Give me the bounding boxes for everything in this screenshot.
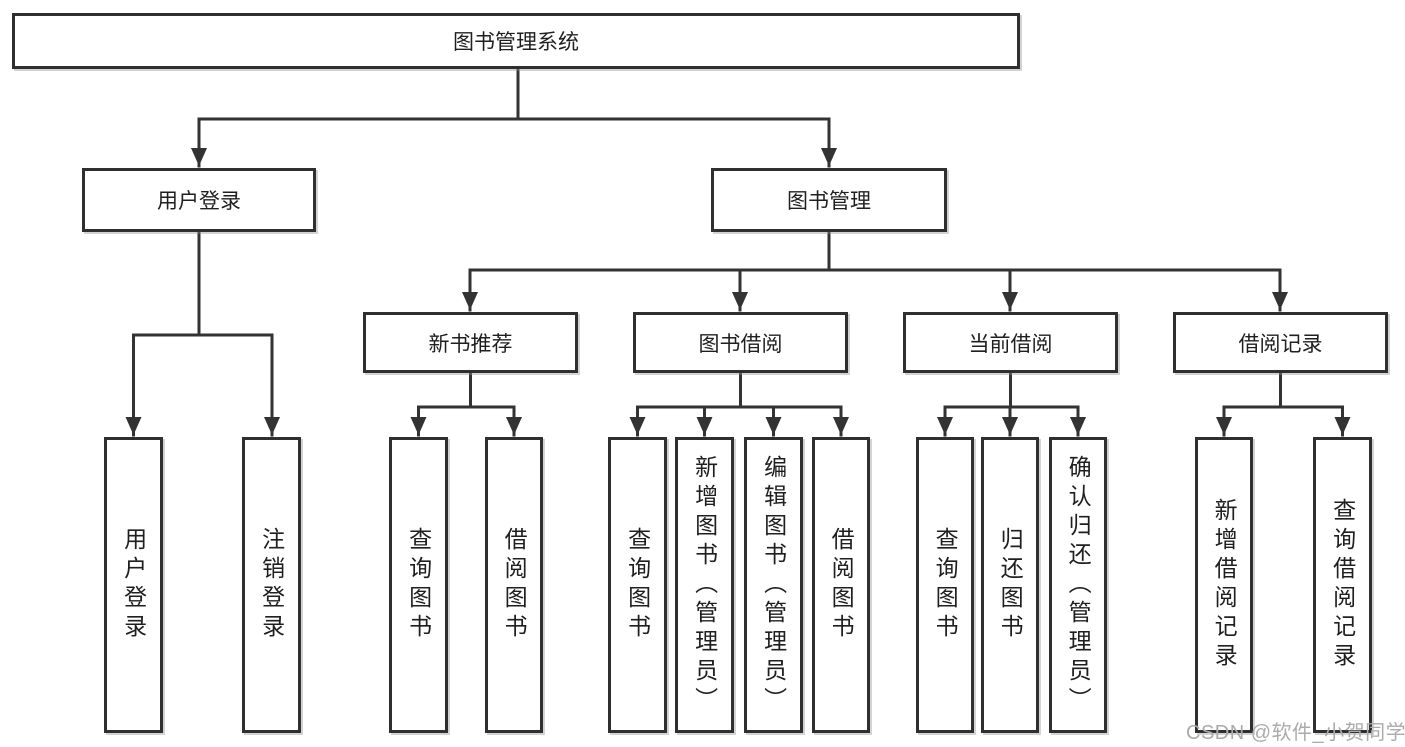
leaf-borrow-books-1-label: 借阅图书 xyxy=(501,527,528,643)
leaf-return-books: 归还图书 xyxy=(981,437,1039,733)
leaf-user-login: 用户登录 xyxy=(104,437,163,733)
leaf-confirm-return-admin: 确认归还（管理员） xyxy=(1049,437,1107,733)
leaf-borrow-books-2-label: 借阅图书 xyxy=(828,527,855,643)
leaf-edit-books-admin: 编辑图书（管理员） xyxy=(744,437,803,733)
leaf-add-borrow-record-label: 新增借阅记录 xyxy=(1211,498,1238,672)
node-new-book-recommendation: 新书推荐 xyxy=(363,312,578,373)
leaf-borrow-books-2: 借阅图书 xyxy=(812,437,870,733)
leaf-borrow-books-1: 借阅图书 xyxy=(485,437,543,733)
leaf-confirm-return-admin-label: 确认归还（管理员） xyxy=(1065,454,1092,716)
leaf-query-books-3: 查询图书 xyxy=(916,437,974,733)
leaf-return-books-label: 归还图书 xyxy=(997,527,1024,643)
leaf-add-borrow-record: 新增借阅记录 xyxy=(1195,437,1253,733)
leaf-edit-books-admin-label: 编辑图书（管理员） xyxy=(760,454,787,716)
leaf-query-borrow-record: 查询借阅记录 xyxy=(1313,437,1372,733)
node-current-borrowing: 当前借阅 xyxy=(903,312,1118,373)
leaf-user-login-label: 用户登录 xyxy=(120,527,147,643)
leaf-query-books-3-label: 查询图书 xyxy=(932,527,959,643)
leaf-query-books-1: 查询图书 xyxy=(389,437,448,733)
leaf-query-books-2-label: 查询图书 xyxy=(624,527,651,643)
node-book-management-branch: 图书管理 xyxy=(711,168,947,232)
node-library-management-system: 图书管理系统 xyxy=(12,13,1020,69)
leaf-query-borrow-record-label: 查询借阅记录 xyxy=(1329,498,1356,672)
leaf-query-books-1-label: 查询图书 xyxy=(405,527,432,643)
leaf-query-books-2: 查询图书 xyxy=(608,437,667,733)
leaf-add-books-admin: 新增图书（管理员） xyxy=(675,437,734,733)
node-user-login-branch: 用户登录 xyxy=(82,168,316,232)
leaf-logout: 注销登录 xyxy=(242,437,301,733)
watermark: CSDN @软件_小贺同学 xyxy=(1186,722,1405,744)
leaf-logout-label: 注销登录 xyxy=(258,527,285,643)
node-borrowing-records: 借阅记录 xyxy=(1173,312,1388,373)
leaf-add-books-admin-label: 新增图书（管理员） xyxy=(691,454,718,716)
node-book-borrowing: 图书借阅 xyxy=(633,312,848,373)
